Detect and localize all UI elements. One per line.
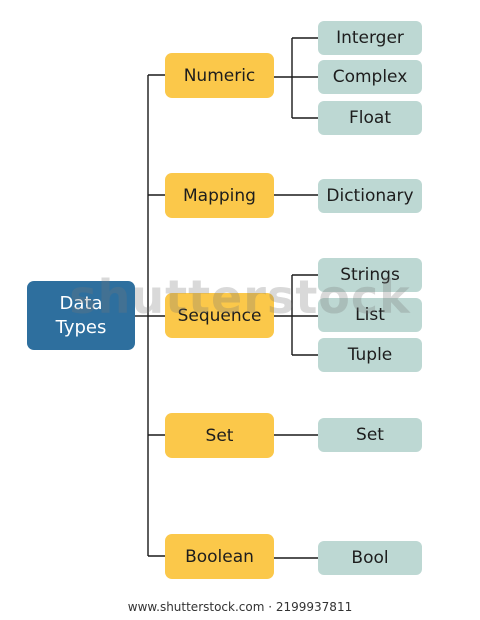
leaf-list: List [318, 298, 422, 332]
leaf-float: Float [318, 101, 422, 135]
leaf-bool: Bool [318, 541, 422, 575]
root-node-data-types: Data Types [27, 281, 135, 350]
leaf-set: Set [318, 418, 422, 452]
category-boolean: Boolean [165, 534, 274, 579]
footer-credit: www.shutterstock.com · 2199937811 [127, 600, 353, 614]
category-set: Set [165, 413, 274, 458]
leaf-complex: Complex [318, 60, 422, 94]
leaf-tuple: Tuple [318, 338, 422, 372]
category-mapping: Mapping [165, 173, 274, 218]
leaf-strings: Strings [318, 258, 422, 292]
leaf-interger: Interger [318, 21, 422, 55]
category-numeric: Numeric [165, 53, 274, 98]
leaf-dictionary: Dictionary [318, 179, 422, 213]
category-sequence: Sequence [165, 293, 274, 338]
